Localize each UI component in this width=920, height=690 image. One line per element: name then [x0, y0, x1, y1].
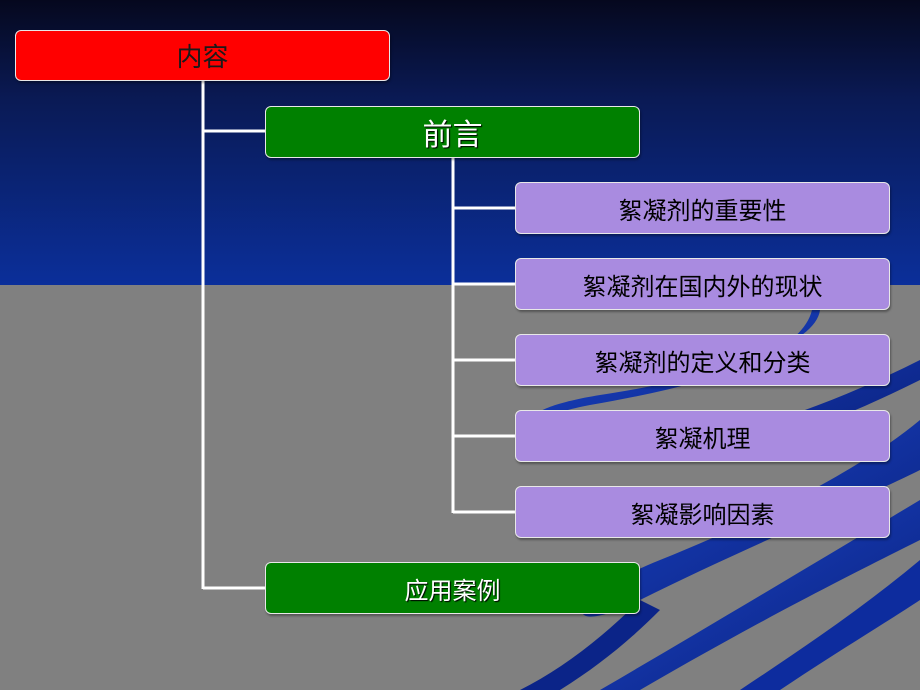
item-definition-label: 絮凝剂的定义和分类 [594, 348, 811, 377]
item-mechanism-node: 絮凝机理 [515, 410, 890, 462]
root-label: 内容 [176, 43, 229, 73]
item-status-label: 絮凝剂在国内外的现状 [582, 272, 823, 301]
item-factors-label: 絮凝影响因素 [630, 500, 775, 529]
root-node: 内容 [15, 30, 390, 81]
intro-label: 前言 [422, 118, 483, 153]
intro-node: 前言 [265, 106, 640, 158]
case-node: 应用案例 [265, 562, 640, 614]
case-label: 应用案例 [404, 576, 501, 605]
item-definition-node: 絮凝剂的定义和分类 [515, 334, 890, 386]
item-mechanism-label: 絮凝机理 [654, 424, 751, 453]
item-importance-label: 絮凝剂的重要性 [618, 196, 787, 225]
item-status-node: 絮凝剂在国内外的现状 [515, 258, 890, 310]
item-importance-node: 絮凝剂的重要性 [515, 182, 890, 234]
item-factors-node: 絮凝影响因素 [515, 486, 890, 538]
